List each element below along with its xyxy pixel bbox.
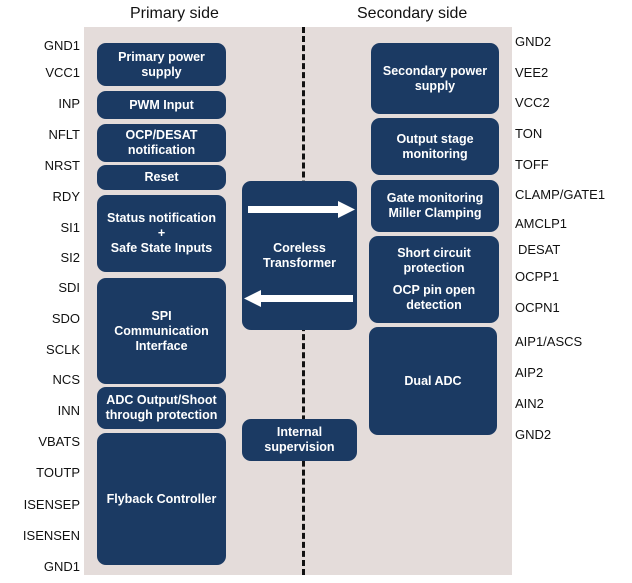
pin-toutp: TOUTP [36, 465, 80, 480]
pin-vcc1: VCC1 [45, 65, 80, 80]
internal-supervision-label: Internal supervision [264, 425, 335, 454]
pin-sclk: SCLK [46, 342, 80, 357]
pin-vee2: VEE2 [515, 65, 549, 80]
secondary-power-supply-label: Secondary power supply [382, 63, 488, 93]
pin-gnd2-bottom: GND2 [515, 427, 552, 442]
pin-vcc2: VCC2 [515, 95, 550, 110]
secondary-power-supply-block: Secondary power supply [371, 43, 499, 114]
pin-isensen: ISENSEN [22, 528, 80, 543]
status-notification-block: Status notification + Safe State Inputs [97, 195, 226, 272]
pin-sdo: SDO [51, 311, 80, 326]
pin-ocpp1: OCPP1 [515, 269, 560, 284]
arrow-right-icon [248, 201, 355, 218]
pin-amclp1: AMCLP1 [515, 216, 568, 231]
primary-power-supply-label: Primary power supply [118, 49, 205, 79]
pin-aip1-ascs: AIP1/ASCS [515, 334, 583, 349]
output-stage-monitoring-label: Output stage monitoring [396, 131, 474, 161]
internal-supervision-block: Internal supervision [242, 419, 357, 461]
pin-inp: INP [58, 96, 80, 111]
coreless-transformer-block: Coreless Transformer [242, 181, 357, 330]
flyback-controller-block: Flyback Controller [97, 433, 226, 565]
primary-side-header: Primary side [130, 5, 219, 22]
adc-output-block: ADC Output/Shoot through protection [97, 387, 226, 429]
output-stage-monitoring-block: Output stage monitoring [371, 118, 499, 175]
pin-vbats: VBATS [38, 434, 80, 449]
pin-nrst: NRST [44, 158, 80, 173]
pin-gnd1-bottom: GND1 [43, 559, 80, 574]
pin-inn: INN [57, 403, 80, 418]
pin-isensep: ISENSEP [23, 497, 80, 512]
status-notification-label: Status notification + Safe State Inputs [106, 211, 217, 255]
spi-interface-label: SPI Communication Interface [114, 308, 209, 353]
pin-rdy: RDY [52, 189, 80, 204]
ocp-desat-notification-label: OCP/DESAT notification [125, 128, 198, 157]
reset-block: Reset [97, 165, 226, 190]
pin-ton: TON [515, 126, 543, 141]
ocp-desat-notification-block: OCP/DESAT notification [97, 124, 226, 162]
pin-desat: DESAT [518, 242, 561, 257]
pin-ain2: AIN2 [515, 396, 544, 411]
spi-interface-block: SPI Communication Interface [97, 278, 226, 384]
reset-label: Reset [144, 170, 179, 184]
pin-gnd1-top: GND1 [43, 38, 80, 53]
pin-si2: SI2 [60, 250, 80, 265]
pwm-input-block: PWM Input [97, 91, 226, 119]
short-circuit-protection-label: Short circuit protection [397, 245, 471, 275]
pin-ocpn1: OCPN1 [515, 300, 560, 315]
primary-power-supply-block: Primary power supply [97, 43, 226, 86]
transformer-arrows [244, 201, 355, 307]
arrow-left-icon [244, 290, 353, 307]
pin-ncs: NCS [52, 372, 80, 387]
pin-toff: TOFF [515, 157, 549, 172]
coreless-transformer-label: Coreless Transformer [263, 240, 336, 270]
pin-sdi: SDI [58, 280, 80, 295]
pin-nflt: NFLT [48, 127, 80, 142]
pin-gnd2-top: GND2 [515, 34, 552, 49]
secondary-side-header: Secondary side [357, 5, 468, 22]
pin-clamp-gate1: CLAMP/GATE1 [515, 187, 606, 202]
flyback-controller-label: Flyback Controller [106, 491, 217, 506]
pin-aip2: AIP2 [515, 365, 544, 380]
pwm-input-label: PWM Input [129, 97, 194, 112]
gate-monitoring-label: Gate monitoring Miller Clamping [386, 191, 484, 220]
dual-adc-block: Dual ADC [369, 327, 497, 435]
short-circuit-protection-block: Short circuit protection OCP pin open de… [369, 236, 499, 323]
adc-output-label: ADC Output/Shoot through protection [105, 393, 218, 422]
dual-adc-label: Dual ADC [404, 373, 462, 388]
pin-si1: SI1 [60, 220, 80, 235]
ocp-pin-open-detection-label: OCP pin open detection [392, 283, 476, 313]
gate-monitoring-block: Gate monitoring Miller Clamping [371, 180, 499, 232]
